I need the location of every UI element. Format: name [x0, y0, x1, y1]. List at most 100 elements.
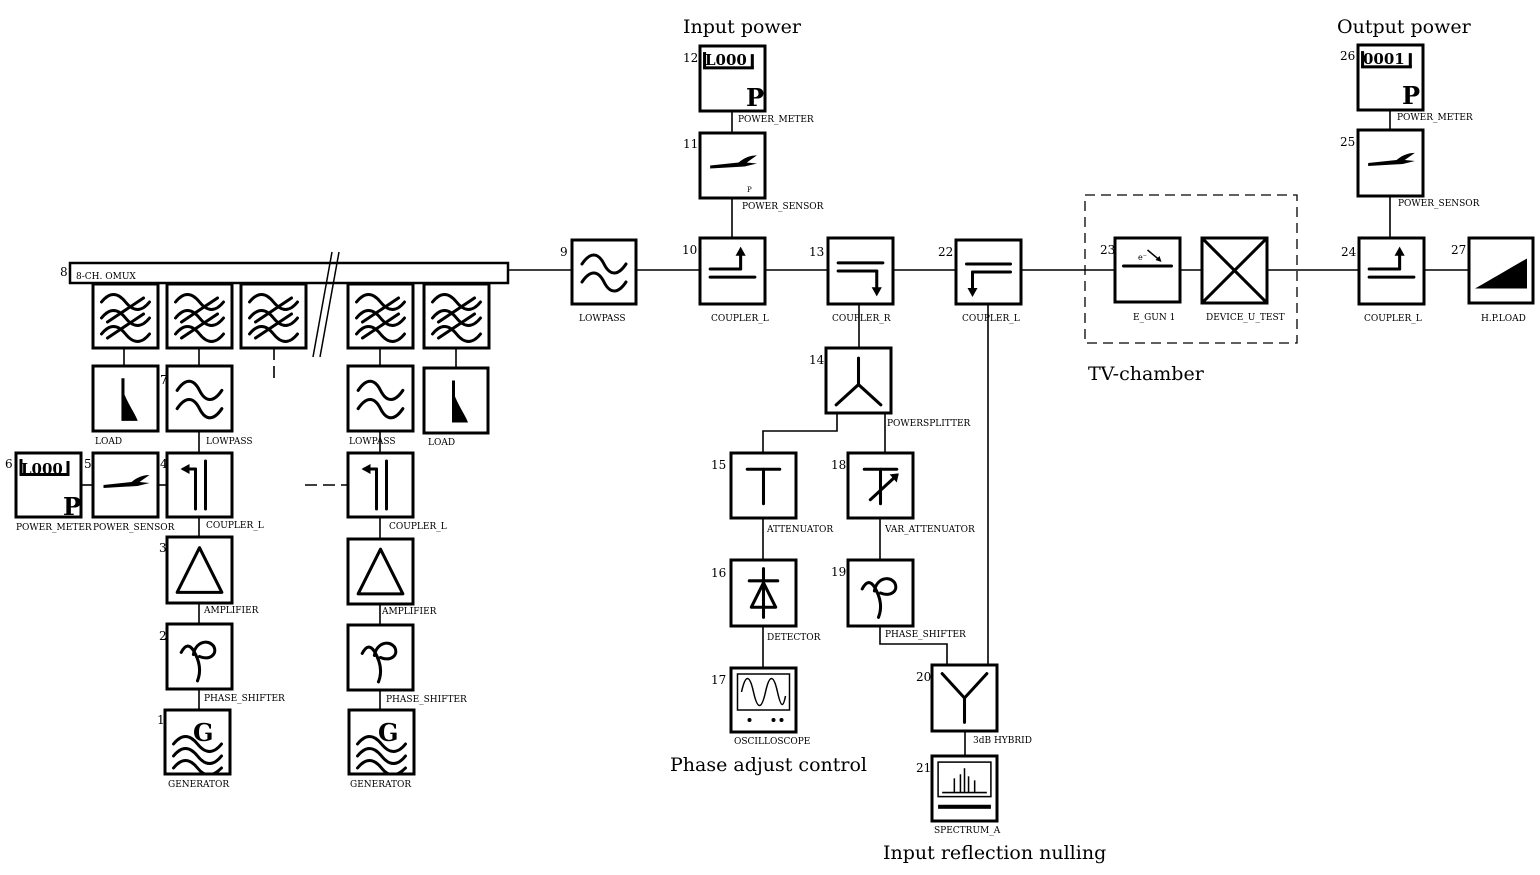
power-sensor-25: 25 POWER_SENSOR — [1340, 128, 1480, 209]
amplifier-3: 3 AMPLIFIER — [159, 535, 259, 616]
svg-text:LOAD: LOAD — [428, 438, 455, 448]
svg-text:AMPLIFIER: AMPLIFIER — [381, 607, 437, 617]
svg-text:H.P.LOAD: H.P.LOAD — [1481, 314, 1526, 324]
caption-input-power: Input power — [683, 16, 802, 38]
svg-text:L000: L000 — [705, 51, 747, 69]
svg-text:3: 3 — [159, 541, 167, 555]
hp-load-27: 27 H.P.LOAD — [1451, 236, 1535, 324]
generator-right: G GENERATOR — [347, 708, 416, 790]
caption-phase-adjust: Phase adjust control — [670, 754, 867, 776]
e-gun-23: e⁻ 23 E_GUN 1 — [1100, 236, 1182, 323]
svg-text:GENERATOR: GENERATOR — [350, 780, 411, 790]
svg-text:25: 25 — [1340, 135, 1355, 149]
svg-text:1: 1 — [157, 713, 165, 727]
svg-text:OSCILLOSCOPE: OSCILLOSCOPE — [734, 737, 810, 747]
amplifier-right: AMPLIFIER — [346, 537, 437, 617]
svg-text:10: 10 — [682, 243, 697, 257]
spectrum-analyzer-21: 21 SPECTRUM_A — [916, 754, 1001, 836]
svg-text:POWER_SENSOR: POWER_SENSOR — [742, 202, 824, 212]
coupler-10: 10 COUPLER_L — [682, 236, 769, 324]
tv-chamber: TV-chamber — [1084, 194, 1298, 385]
svg-text:POWER_SENSOR: POWER_SENSOR — [1398, 199, 1480, 209]
caption-tv-chamber: TV-chamber — [1088, 363, 1205, 385]
svg-text:2: 2 — [159, 629, 167, 643]
svg-text:VAR_ATTENUATOR: VAR_ATTENUATOR — [884, 525, 975, 535]
coupler-13: 13 COUPLER_R — [809, 236, 895, 324]
svg-text:SPECTRUM_A: SPECTRUM_A — [934, 826, 1001, 836]
svg-text:POWER_METER: POWER_METER — [738, 115, 814, 125]
svg-text:POWER_METER: POWER_METER — [16, 523, 92, 533]
svg-text:DETECTOR: DETECTOR — [767, 633, 821, 643]
svg-text:16: 16 — [711, 566, 726, 580]
svg-text:COUPLER_L: COUPLER_L — [711, 314, 769, 324]
powersplitter-14: 14 POWERSPLITTER — [809, 346, 971, 429]
svg-text:P: P — [746, 83, 764, 112]
svg-text:6: 6 — [5, 457, 13, 471]
omux-filter-3 — [239, 282, 308, 350]
svg-text:COUPLER_L: COUPLER_L — [1364, 314, 1422, 324]
svg-text:LOWPASS: LOWPASS — [206, 437, 253, 447]
svg-text:COUPLER_L: COUPLER_L — [389, 522, 447, 532]
omux-filter-5 — [422, 282, 491, 350]
omux-label: 8-CH. OMUX — [76, 272, 136, 282]
svg-text:19: 19 — [831, 565, 846, 579]
svg-text:4: 4 — [160, 457, 168, 471]
power-meter-6: L000 P 6 POWER_METER — [5, 451, 92, 533]
svg-text:COUPLER_L: COUPLER_L — [206, 521, 264, 531]
lowpass-right: LOWPASS — [346, 364, 415, 447]
coupler-right: COUPLER_L — [346, 451, 447, 532]
svg-text:20: 20 — [916, 670, 931, 684]
power-sensor-11: P 11 POWER_SENSOR — [683, 131, 824, 212]
svg-text:15: 15 — [711, 458, 726, 472]
svg-text:11: 11 — [683, 137, 698, 151]
svg-text:E_GUN 1: E_GUN 1 — [1133, 313, 1175, 323]
power-sensor-5: 5 POWER_SENSOR — [84, 451, 175, 533]
caption-output-power: Output power — [1337, 16, 1472, 38]
svg-text:5: 5 — [84, 457, 92, 471]
svg-text:PHASE_SHIFTER: PHASE_SHIFTER — [885, 630, 966, 640]
svg-text:LOWPASS: LOWPASS — [579, 314, 626, 324]
svg-text:7: 7 — [160, 373, 168, 387]
svg-text:21: 21 — [916, 761, 931, 775]
svg-text:POWER_SENSOR: POWER_SENSOR — [93, 523, 175, 533]
svg-text:POWERSPLITTER: POWERSPLITTER — [887, 419, 971, 429]
load-left: LOAD — [91, 364, 160, 447]
svg-text:23: 23 — [1100, 243, 1115, 257]
svg-text:PHASE_SHIFTER: PHASE_SHIFTER — [204, 694, 285, 704]
lowpass-9: 9 LOWPASS — [560, 238, 638, 324]
omux-filter-2 — [165, 282, 234, 350]
svg-text:12: 12 — [683, 51, 698, 65]
power-meter-26: 0001 P 26 POWER_METER — [1340, 43, 1473, 123]
oscilloscope-17: 17 OSCILLOSCOPE — [711, 666, 810, 747]
omux-filter-1 — [91, 282, 160, 350]
coupler-24: 24 COUPLER_L — [1341, 236, 1426, 324]
svg-text:P: P — [63, 492, 81, 521]
svg-text:P: P — [1402, 81, 1420, 110]
svg-text:13: 13 — [809, 245, 824, 259]
coupler-4: 4 COUPLER_L — [160, 451, 264, 531]
svg-text:COUPLER_R: COUPLER_R — [832, 314, 891, 324]
svg-text:DEVICE_U_TEST: DEVICE_U_TEST — [1206, 313, 1285, 323]
svg-text:e⁻: e⁻ — [1138, 253, 1147, 262]
svg-text:9: 9 — [560, 245, 568, 259]
svg-text:LOAD: LOAD — [95, 437, 122, 447]
generator-1: G 1 GENERATOR — [157, 708, 232, 790]
hybrid-20: 20 3dB HYBRID — [916, 663, 1032, 746]
svg-text:17: 17 — [711, 673, 726, 687]
caption-input-reflection: Input reflection nulling — [883, 842, 1106, 864]
svg-text:3dB HYBRID: 3dB HYBRID — [973, 736, 1032, 746]
power-meter-12: L000 P 12 POWER_METER — [683, 44, 814, 125]
block-number-8: 8 — [60, 265, 68, 279]
svg-text:L000: L000 — [21, 460, 63, 478]
svg-text:26: 26 — [1340, 49, 1355, 63]
coupler-22: 22 COUPLER_L — [938, 238, 1023, 324]
phase-shifter-right: PHASE_SHIFTER — [346, 623, 467, 705]
phase-shifter-2: 2 PHASE_SHIFTER — [159, 622, 285, 704]
svg-text:27: 27 — [1451, 243, 1466, 257]
svg-text:POWER_METER: POWER_METER — [1397, 113, 1473, 123]
svg-text:LOWPASS: LOWPASS — [349, 437, 396, 447]
svg-text:0001: 0001 — [1363, 50, 1405, 68]
lowpass-7: 7 LOWPASS — [160, 364, 253, 447]
load-right: LOAD — [422, 366, 490, 448]
